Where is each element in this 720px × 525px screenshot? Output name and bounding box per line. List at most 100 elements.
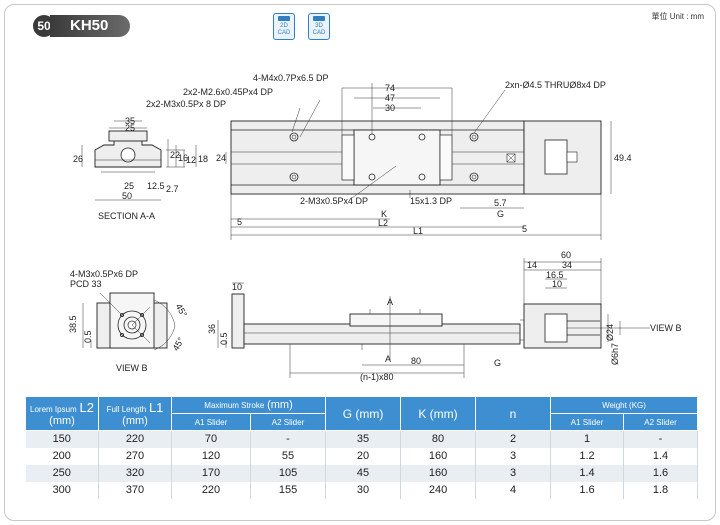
dim-22: 22 <box>170 150 180 160</box>
table-row: 150 220 70 - 35 80 2 1 - <box>25 430 699 448</box>
table-cell: 4 <box>475 481 552 499</box>
dim-10-side: 10 <box>232 282 242 292</box>
table-cell: 3 <box>475 464 552 482</box>
dim-16-5: 16.5 <box>546 270 564 280</box>
table-cell: 160 <box>400 447 477 465</box>
dim-k: K <box>381 209 387 219</box>
table-cell: 270 <box>98 447 172 465</box>
dim-25-bottom: 25 <box>124 181 134 191</box>
side-elevation-view: 10 36 0.5 A A 80 (n-1)x80 G <box>207 282 545 382</box>
callout-thru-holes: 2xn-Ø4.5 THRUØ8x4 DP <box>505 80 606 90</box>
dim-5-a: 5 <box>237 217 242 227</box>
table-cell: 2 <box>475 430 552 448</box>
dim-36: 36 <box>207 324 217 334</box>
dim-80: 80 <box>411 356 421 366</box>
table-cell: 1 <box>550 430 625 448</box>
table-cell: 160 <box>400 464 477 482</box>
dim-38-5: 38.5 <box>68 315 78 333</box>
dim-g-side: G <box>494 358 501 368</box>
table-cell: 1.8 <box>623 481 699 499</box>
table-row: 200 270 120 55 20 160 3 1.2 1.4 <box>25 447 699 465</box>
callout-m3: 2x2-M3x0.5Px 8 DP <box>146 99 226 109</box>
dim-10-motor: 10 <box>552 279 562 289</box>
dim-25-top: 25 <box>125 123 135 133</box>
callout-pcd: PCD 33 <box>70 279 102 289</box>
cad-3d-download-icon[interactable]: 3D CAD <box>308 13 330 40</box>
table-cell: - <box>250 430 327 448</box>
dim-16: 16 <box>178 153 188 163</box>
table-cell: 200 <box>25 447 99 465</box>
model-number-badge: 50 <box>33 15 55 37</box>
dim-5-7: 5.7 <box>494 198 507 208</box>
cad-2d-download-icon[interactable]: 2D CAD <box>273 13 295 40</box>
col-weight: Weight (KG) <box>550 396 699 414</box>
top-plan-view: 74 47 30 24 49.4 5 5 5.7 K G L2 L1 4-M4x… <box>146 73 632 240</box>
col-k: K (mm) <box>400 396 477 431</box>
dim-12-5: 12.5 <box>147 181 165 191</box>
section-marker-a-bottom: A <box>385 354 391 364</box>
table-cell: 35 <box>325 430 402 448</box>
table-row: 300 370 220 155 30 240 4 1.6 1.8 <box>25 481 699 499</box>
table-row: 250 320 170 105 45 160 3 1.4 1.6 <box>25 464 699 482</box>
dim-18: 18 <box>198 154 208 164</box>
model-title: KH50 <box>50 15 130 37</box>
dim-47: 47 <box>385 93 395 103</box>
table-cell: 250 <box>25 464 99 482</box>
dim-dia-24: Ø24 <box>605 324 615 341</box>
spec-table: Lorem Ipsum L2 (mm) Full Length L1 (mm) … <box>25 396 699 499</box>
table-cell: 1.4 <box>623 447 699 465</box>
dim-l1: L1 <box>413 226 423 236</box>
table-cell: 70 <box>171 430 251 448</box>
angle-45-top: 45° <box>174 302 190 319</box>
dim-l2: L2 <box>378 218 388 228</box>
dim-2-7: 2.7 <box>166 184 179 194</box>
table-cell: 120 <box>171 447 251 465</box>
spec-table-body: 150 220 70 - 35 80 2 1 - 200 270 120 55 … <box>25 430 699 499</box>
callout-view-b-m3: 4-M3x0.5Px6 DP <box>70 269 138 279</box>
unit-label: 單位 Unit : mm <box>651 12 704 21</box>
section-marker-a-top: A <box>387 297 393 307</box>
table-cell: - <box>623 430 699 448</box>
table-cell: 320 <box>98 464 172 482</box>
table-cell: 1.4 <box>550 464 625 482</box>
dim-60: 60 <box>561 250 571 260</box>
dim-5-b: 5 <box>522 224 527 234</box>
dim-26: 26 <box>73 154 83 164</box>
table-cell: 220 <box>171 481 251 499</box>
section-a-a-label: SECTION A-A <box>98 211 155 221</box>
dim-30: 30 <box>385 103 395 113</box>
table-cell: 150 <box>25 430 99 448</box>
table-cell: 1.2 <box>550 447 625 465</box>
callout-m3-bottom: 2-M3x0.5Px4 DP <box>300 196 368 206</box>
col-stroke-a2: A2 Slider <box>249 413 327 431</box>
table-cell: 300 <box>25 481 99 499</box>
dim-n-1-x80: (n-1)x80 <box>360 372 394 382</box>
view-b-end-view: 4-M3x0.5Px6 DP PCD 33 38.5 0.5 45° 45° V… <box>68 269 189 373</box>
col-max-stroke: Maximum Stroke (mm) <box>170 396 327 414</box>
callout-m4: 4-M4x0.7Px6.5 DP <box>253 73 329 83</box>
dim-14: 14 <box>527 260 537 270</box>
dim-12: 12 <box>186 155 196 165</box>
col-g: G (mm) <box>325 396 402 431</box>
table-cell: 220 <box>98 430 172 448</box>
dim-g: G <box>497 209 504 219</box>
table-cell: 105 <box>250 464 327 482</box>
col-n: n <box>475 396 552 431</box>
table-cell: 55 <box>250 447 327 465</box>
view-b-label: VIEW B <box>116 363 148 373</box>
col-full-length: Full Length L1 (mm) <box>98 396 172 431</box>
dim-50: 50 <box>122 191 132 201</box>
col-weight-a1: A1 Slider <box>550 413 625 431</box>
table-cell: 155 <box>250 481 327 499</box>
callout-15x1-3: 15x1.3 DP <box>410 196 452 206</box>
dim-24: 24 <box>216 153 226 163</box>
dim-dia-6: Ø6h7 <box>610 343 620 365</box>
table-cell: 45 <box>325 464 402 482</box>
dim-0-5-left: 0.5 <box>83 330 93 343</box>
col-stroke-a1: A1 Slider <box>171 413 251 431</box>
table-cell: 3 <box>475 447 552 465</box>
table-cell: 30 <box>325 481 402 499</box>
table-cell: 80 <box>400 430 477 448</box>
table-cell: 370 <box>98 481 172 499</box>
